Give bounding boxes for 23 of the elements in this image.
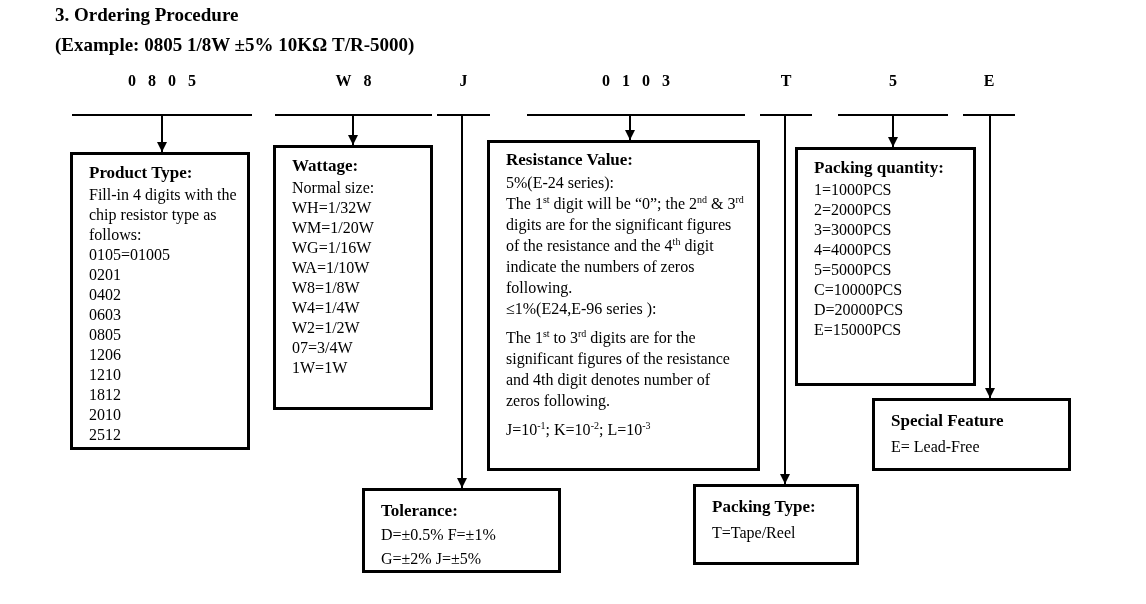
code-segment: 5	[838, 72, 948, 116]
arrow	[780, 115, 790, 485]
arrow	[348, 115, 358, 146]
description-box: Packing quantity: 1=1000PCS 2=2000PCS 3=3000PCS 4=4000PCS 5=5000PCS C=10000PCS D=20000PCS E=15000PCS	[795, 147, 976, 386]
code-segment: E	[963, 72, 1015, 116]
description-box: Resistance Value: 5%(E-24 series): The 1$^{st}$ digit will be “0”; the 2$^{nd}$ & 3$^{rd}$ digits are for the significant figures of the resistance and the 4$^{th}$ digit indicate the numbers of zeros following. ≤1%(E24,E-96 series ): The 1$^{st}$ to 3$^{rd}$ digits are for the significant figures of the resistance and 4th digit denotes number of zeros following. J=10$^{-1}$; K=10$^{-2}$; L=10$^{-3}$	[487, 140, 760, 471]
code-segment: T	[760, 72, 812, 116]
description-box: Special Feature E= Lead-Free	[872, 398, 1071, 471]
example-text: (Example: 0805 1/8W ±5% 10KΩ T/R-5000)	[55, 34, 415, 56]
code-segment: J	[437, 72, 490, 116]
arrow	[457, 115, 467, 489]
arrow	[985, 115, 995, 399]
code-segment: 0805	[72, 72, 252, 116]
arrow	[157, 115, 167, 153]
arrow	[625, 115, 635, 141]
description-box: Packing Type: T=Tape/Reel	[693, 484, 859, 565]
code-segment: W8	[275, 72, 432, 116]
description-box: Tolerance: D=±0.5% F=±1% G=±2% J=±5%	[362, 488, 561, 573]
heading: 3. Ordering Procedure	[55, 4, 239, 26]
description-box: Wattage: Normal size: WH=1/32W WM=1/20W WG=1/16W WA=1/10W W8=1/8W W4=1/4W W2=1/2W 07=3/4W 1W=1W	[273, 145, 433, 410]
description-box: Product Type: Fill-in 4 digits with the chip resistor type as follows: 0105=01005 0201 0402 0603 0805 1206 1210 1812 2010 2512	[70, 152, 250, 450]
code-segment: 0103	[527, 72, 745, 116]
arrow	[888, 115, 898, 148]
